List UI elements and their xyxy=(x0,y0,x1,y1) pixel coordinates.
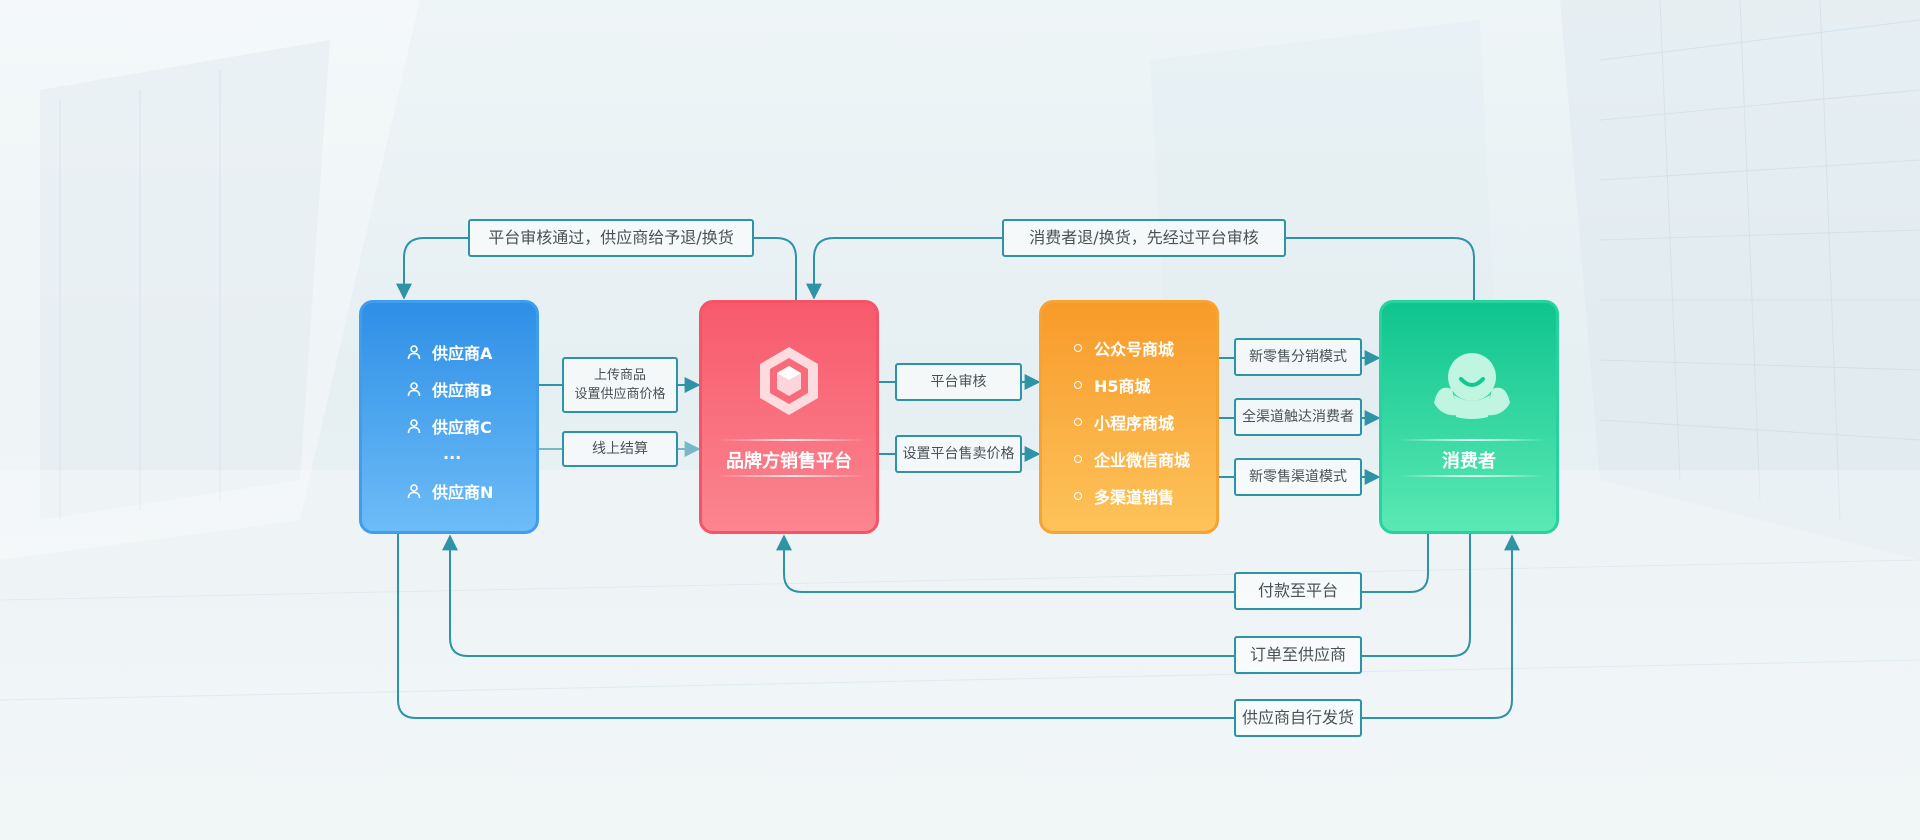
bullet-icon xyxy=(1074,491,1082,500)
arrow-ship xyxy=(397,534,1234,719)
channel-card: 公众号商城 H5商城 小程序商城 企业微信商城 多渠道销售 xyxy=(1039,300,1219,534)
supplier-name: 供应商B xyxy=(432,380,493,400)
title-divider xyxy=(1398,475,1546,477)
user-icon xyxy=(407,483,421,498)
arrow-platform-to-supplier-return xyxy=(754,237,797,300)
bullet-icon xyxy=(1074,343,1082,352)
consumer-card: 消费者 xyxy=(1379,300,1559,534)
platform-title: 品牌方销售平台 xyxy=(726,451,852,472)
title-divider xyxy=(718,475,866,477)
bullet-icon xyxy=(1074,454,1082,463)
arrow-consumer-to-platform-return xyxy=(1286,237,1475,300)
hexagon-cube-icon xyxy=(760,347,818,415)
consumer-title: 消费者 xyxy=(1442,451,1496,472)
label-omni-channel: 全渠道触达消费者 xyxy=(1234,398,1362,436)
label-upload-line2: 设置供应商价格 xyxy=(574,387,666,402)
supplier-item: 供应商C xyxy=(406,407,493,444)
label-set-price: 设置平台售卖价格 xyxy=(895,435,1022,473)
supplier-item: 供应商N xyxy=(406,472,493,509)
user-icon xyxy=(407,381,421,396)
label-supplier-ship: 供应商自行发货 xyxy=(1234,699,1362,737)
title-divider xyxy=(1398,439,1546,441)
channel-name: 企业微信商城 xyxy=(1094,450,1191,470)
platform-card: 品牌方销售平台 xyxy=(699,300,879,534)
channel-name: 公众号商城 xyxy=(1094,339,1175,359)
label-new-retail-distribution: 新零售分销模式 xyxy=(1234,338,1362,376)
supplier-ellipsis: ... xyxy=(443,444,462,463)
supplier-card: 供应商A 供应商B 供应商C ... 供应商N xyxy=(359,300,539,534)
user-icon xyxy=(407,418,421,433)
label-order-to-supplier: 订单至供应商 xyxy=(1234,636,1362,674)
channel-item: 公众号商城 xyxy=(1074,329,1190,366)
supplier-item: 供应商A xyxy=(406,333,493,370)
bullet-icon xyxy=(1074,417,1082,426)
label-platform-review: 平台审核 xyxy=(895,363,1022,401)
bullet-icon xyxy=(1074,380,1082,389)
title-divider xyxy=(718,439,866,441)
arrow-pay xyxy=(1362,534,1429,593)
label-upload-line1: 上传商品 xyxy=(593,368,646,383)
consumer-mascot-icon xyxy=(1434,353,1510,419)
channel-name: H5商城 xyxy=(1094,376,1151,396)
channel-item: 多渠道销售 xyxy=(1074,477,1190,514)
supplier-list: 供应商A 供应商B 供应商C ... 供应商N xyxy=(406,333,493,509)
channel-name: 小程序商城 xyxy=(1094,413,1175,433)
channel-item: 企业微信商城 xyxy=(1074,440,1190,477)
supplier-name: 供应商A xyxy=(432,343,493,363)
label-settlement: 线上结算 xyxy=(562,431,678,467)
supplier-item: 供应商B xyxy=(406,370,493,407)
label-top-left: 平台审核通过，供应商给予退/换货 xyxy=(468,219,754,257)
label-pay-to-platform: 付款至平台 xyxy=(1234,572,1362,610)
channel-item: 小程序商城 xyxy=(1074,403,1190,440)
label-top-right: 消费者退/换货，先经过平台审核 xyxy=(1002,219,1286,257)
channel-name: 多渠道销售 xyxy=(1094,487,1175,507)
channel-list: 公众号商城 H5商城 小程序商城 企业微信商城 多渠道销售 xyxy=(1074,329,1190,514)
arrow-order xyxy=(1362,534,1471,657)
label-new-retail-channel: 新零售渠道模式 xyxy=(1234,458,1362,496)
channel-item: H5商城 xyxy=(1074,366,1190,403)
supplier-name: 供应商C xyxy=(432,417,492,437)
supplier-name: 供应商N xyxy=(432,482,494,502)
label-upload: 上传商品 设置供应商价格 xyxy=(562,357,678,413)
user-icon xyxy=(407,344,421,359)
